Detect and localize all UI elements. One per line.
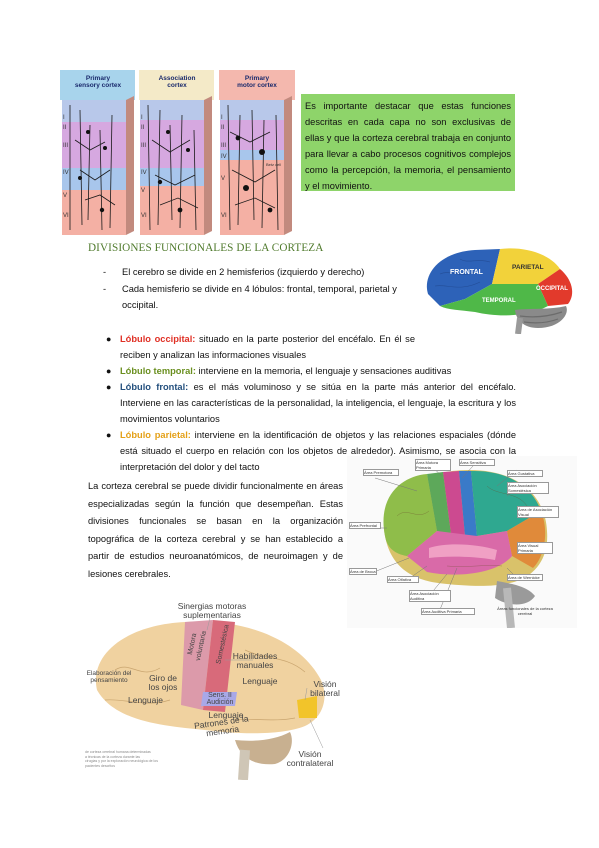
layer-label: I xyxy=(63,115,65,121)
functional-areas-figure: Área Premotora Área Motora Primaria Área… xyxy=(347,456,577,629)
highlight-box: Es importante destacar que estas funcion… xyxy=(301,94,515,191)
svg-text:IV: IV xyxy=(63,170,69,176)
svg-text:VI: VI xyxy=(63,213,69,219)
functional-labels: Sinergias motoras suplementarias Elabora… xyxy=(85,600,345,780)
brain-lobes-figure: FRONTAL PARIETAL TEMPORAL OCCIPITAL xyxy=(420,244,580,335)
area-label: Área Olfativa xyxy=(387,576,419,583)
lobe-item-temporal: ●Lóbulo temporal: interviene en la memor… xyxy=(106,366,452,376)
lobe-name: Lóbulo temporal: xyxy=(120,366,196,376)
functional-brain-figure: Sinergias motoras suplementarias Elabora… xyxy=(85,600,345,781)
area-label: Área Visual Primaria xyxy=(517,542,553,554)
svg-text:V: V xyxy=(63,193,67,199)
label-sens-audicion: Sens. II Audición xyxy=(206,692,234,706)
svg-text:III: III xyxy=(63,143,68,149)
lobe-name: Lóbulo occipital: xyxy=(120,334,196,344)
svg-text:VI: VI xyxy=(141,213,147,219)
body-paragraph: La corteza cerebral se puede dividir fun… xyxy=(88,481,343,579)
lobe-label-occipital: OCCIPITAL xyxy=(536,286,568,292)
area-label: Área Sensitiva xyxy=(459,459,495,466)
svg-text:III: III xyxy=(141,143,146,149)
functional-areas-illustration xyxy=(368,465,548,629)
areas-caption: Áreas funcionales de la corteza cerebral xyxy=(497,606,553,616)
svg-text:II: II xyxy=(221,125,225,131)
label-habilidades: Habilidades manuales xyxy=(232,651,278,670)
area-label: Área Asociación Auditiva xyxy=(409,590,451,602)
label-giro: Giro de los ojos xyxy=(148,673,178,692)
svg-text:I: I xyxy=(141,115,143,121)
svg-text:I: I xyxy=(221,115,223,121)
label-elaboracion: Elaboración del pensamiento xyxy=(86,670,132,684)
svg-text:II: II xyxy=(63,125,67,131)
lobe-item-frontal: ●Lóbulo frontal: es el más voluminoso y … xyxy=(106,382,516,424)
list-item: -El cerebro se divide en 2 hemisferios (… xyxy=(103,267,365,277)
svg-text:IV: IV xyxy=(221,154,227,160)
areas-labels: Área Premotora Área Motora Primaria Área… xyxy=(347,456,577,628)
area-label: Área Prefrontal xyxy=(349,522,381,529)
label-lenguaje-bottom: Lenguaje xyxy=(208,710,244,720)
area-label: Área de Broca xyxy=(349,568,377,575)
area-label: Área de Wernicke xyxy=(507,574,543,581)
label-lenguaje-left: Lenguaje xyxy=(128,695,163,705)
functional-brain-illustration xyxy=(95,617,325,781)
lobe-label-temporal: TEMPORAL xyxy=(482,298,516,304)
lobe-label-parietal: PARIETAL xyxy=(512,264,544,271)
label-motora: Motora voluntaria xyxy=(186,630,208,662)
betz-cell-label: Betz cell xyxy=(266,162,281,167)
area-label: Área Gustativa xyxy=(507,470,543,477)
svg-text:III: III xyxy=(221,143,226,149)
svg-text:II: II xyxy=(141,125,145,131)
label-patrones: Patrones de la memoria xyxy=(193,713,250,739)
svg-text:V: V xyxy=(141,188,145,194)
lobe-item-occipital: ●Lóbulo occipital: situado en la parte p… xyxy=(106,334,416,360)
brain-lobes-illustration: FRONTAL PARIETAL TEMPORAL OCCIPITAL xyxy=(426,248,573,335)
label-vision-contralateral: Visión contralateral xyxy=(286,749,334,768)
lobe-name: Lóbulo frontal: xyxy=(120,382,189,392)
list-item: -Cada hemisferio se divide en 4 lóbulos:… xyxy=(103,284,397,310)
label-vision-bilateral: Visión bilateral xyxy=(310,679,340,698)
svg-text:IV: IV xyxy=(141,170,147,176)
lobe-item-parietal: ●Lóbulo parietal: interviene en la ident… xyxy=(106,430,516,472)
lobe-label-frontal: FRONTAL xyxy=(450,269,484,276)
functional-caption: de corteza cerebral humana determinadas … xyxy=(85,750,158,768)
area-label: Área de Asociación Visual xyxy=(517,506,559,518)
area-label: Área Premotora xyxy=(363,469,399,476)
lobe-name: Lóbulo parietal: xyxy=(120,430,191,440)
cortex-layers-illustration: I II III IV V VI I II III IV V VI I II I… xyxy=(60,70,295,235)
area-label: Área Motora Primaria xyxy=(415,459,451,471)
svg-text:V: V xyxy=(221,176,225,182)
area-label: Área Asociación Somestésica xyxy=(507,482,549,494)
section-title: DIVISIONES FUNCIONALES DE LA CORTEZA xyxy=(88,242,324,254)
label-lenguaje-right: Lenguaje xyxy=(242,676,278,686)
cortex-layers-figure: I II III IV V VI I II III IV V VI I II I… xyxy=(60,70,295,235)
svg-text:VI: VI xyxy=(221,213,227,219)
label-sinergias: Sinergias motoras suplementarias xyxy=(177,601,247,620)
area-label: Área Auditiva Primaria xyxy=(421,608,475,615)
